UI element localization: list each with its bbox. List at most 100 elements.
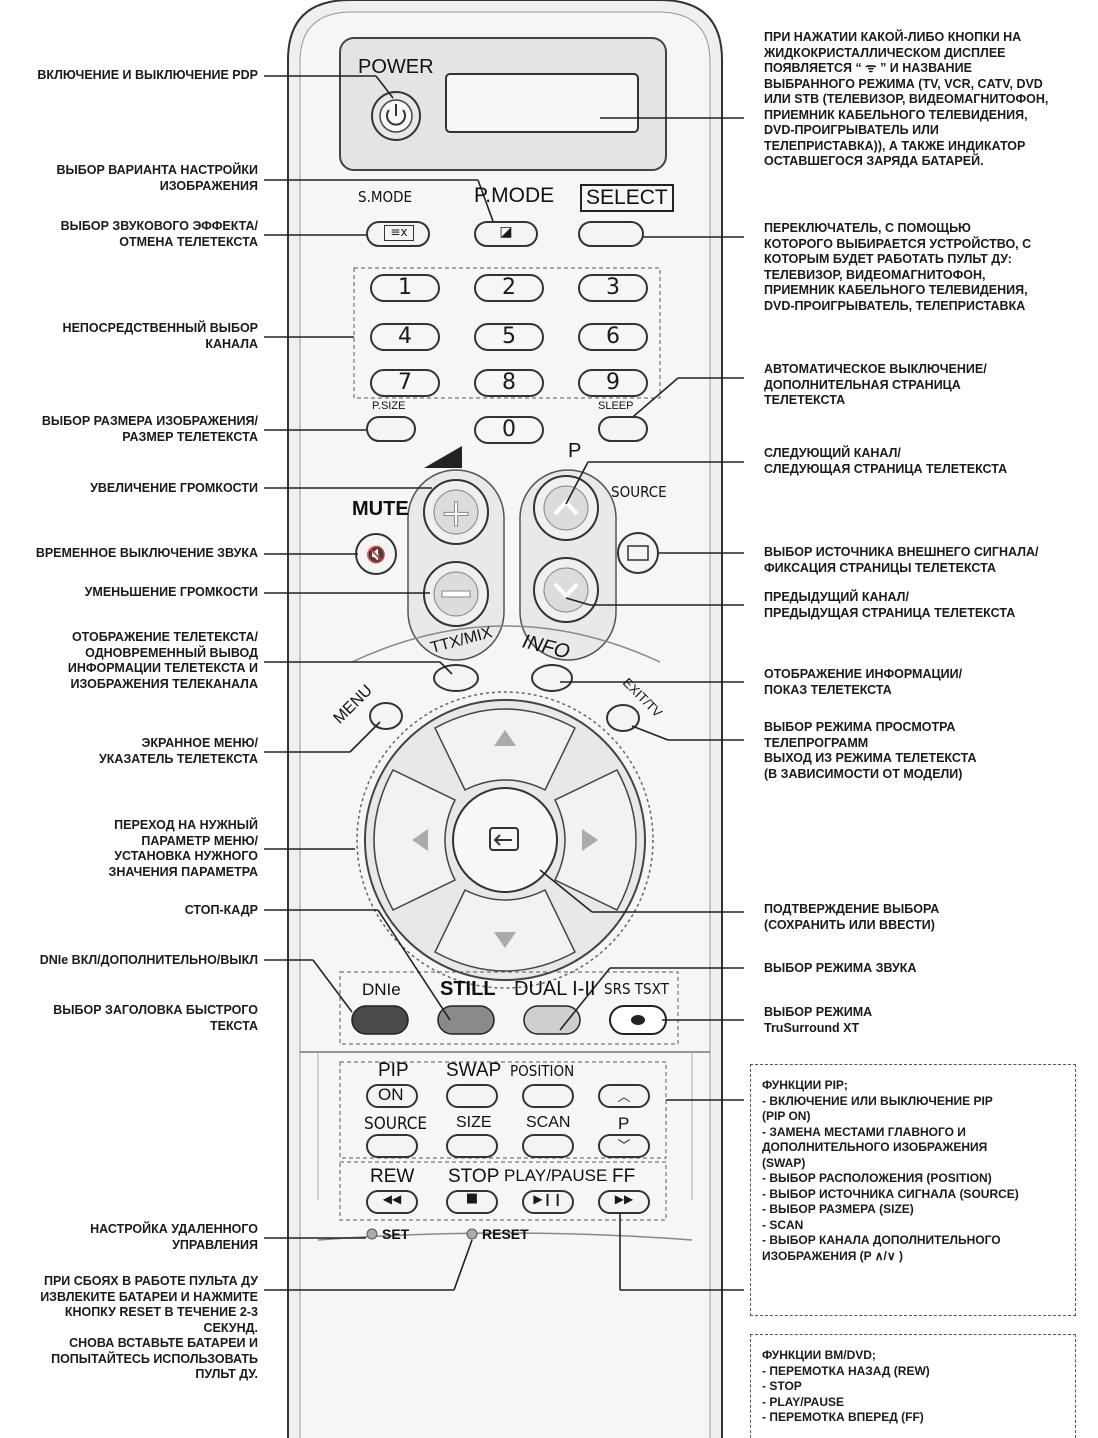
number-button-9[interactable]: 9 <box>578 369 648 397</box>
nav-left-icon <box>412 829 428 851</box>
volume-wedge-icon <box>424 446 462 468</box>
callout-sleep: АВТОМАТИЧЕСКОЕ ВЫКЛЮЧЕНИЕ/ ДОПОЛНИТЕЛЬНА… <box>764 362 987 407</box>
pip-label: PIP <box>378 1060 409 1081</box>
callout-info: ОТОБРАЖЕНИЕ ИНФОРМАЦИИ/ ПОКАЗ ТЕЛЕТЕКСТА <box>764 667 963 697</box>
ff-button[interactable] <box>598 1190 650 1214</box>
number-button-6[interactable]: 6 <box>578 323 648 351</box>
callout-mute: ВРЕМЕННОЕ ВЫКЛЮЧЕНИЕ ЗВУКА <box>35 546 258 560</box>
number-button-3[interactable]: 3 <box>578 274 648 302</box>
callout-channel-up: СЛЕДУЮЩИЙ КАНАЛ/ СЛЕДУЮЩАЯ СТРАНИЦА ТЕЛЕ… <box>764 446 1008 476</box>
source-button <box>617 532 659 574</box>
pip-on-button[interactable] <box>366 1084 418 1108</box>
psize-label: P.SIZE <box>372 400 406 412</box>
number-button-7[interactable]: 7 <box>370 369 440 397</box>
scan-button[interactable] <box>522 1134 574 1158</box>
stop-icon: ■ <box>465 1191 479 1206</box>
sleep-button[interactable] <box>598 416 648 442</box>
callout-picture-mode: ВЫБОР ВАРИАНТА НАСТРОЙКИ ИЗОБРАЖЕНИЯ <box>56 163 258 193</box>
play-pause-button[interactable] <box>522 1190 574 1214</box>
callout-source: ВЫБОР ИСТОЧНИКА ВНЕШНЕГО СИГНАЛА/ ФИКСАЦ… <box>764 545 1039 575</box>
reset-label: RESET <box>482 1226 529 1242</box>
fast-forward-icon: ▶▶ <box>614 1192 634 1206</box>
sleep-label: SLEEP <box>598 400 634 412</box>
callout-pip-functions: ФУНКЦИИ PIP; - ВКЛЮЧЕНИЕ ИЛИ ВЫКЛЮЧЕНИЕ … <box>762 1078 1019 1263</box>
number-button-1[interactable]: 1 <box>370 274 440 302</box>
callout-device-select: ПЕРЕКЛЮЧАТЕЛЬ, С ПОМОЩЬЮ КОТОРОГО ВЫБИРА… <box>764 221 1032 313</box>
size-label: SIZE <box>456 1114 492 1131</box>
channel-p-label: P <box>568 440 582 462</box>
callout-teletext-mix: ОТОБРАЖЕНИЕ ТЕЛЕТЕКСТА/ ОДНОВРЕМЕННЫЙ ВЫ… <box>67 630 258 691</box>
number-button-4[interactable]: 4 <box>370 323 440 351</box>
menu-button <box>369 702 403 730</box>
ttx-mix-button <box>433 664 479 692</box>
pip-on-label: ON <box>378 1085 404 1104</box>
number-button-5[interactable]: 5 <box>474 323 544 351</box>
svg-text:🔇: 🔇 <box>366 545 386 564</box>
number-button-0[interactable]: 0 <box>474 416 544 444</box>
number-button-8[interactable]: 8 <box>474 369 544 397</box>
position-label: POSITION <box>510 1062 575 1080</box>
select-label: SELECT <box>580 184 674 212</box>
rew-button[interactable] <box>366 1190 418 1214</box>
rewind-icon: ◀◀ <box>382 1192 402 1206</box>
yellow-button <box>523 1005 581 1035</box>
power-label: POWER <box>358 56 434 78</box>
green-button <box>437 1005 495 1035</box>
callout-reset: ПРИ СБОЯХ В РАБОТЕ ПУЛЬТА ДУ ИЗВЛЕКИТЕ Б… <box>40 1274 258 1381</box>
pmode-label: P.MODE <box>474 184 555 207</box>
nav-right-icon <box>582 829 598 851</box>
size-button[interactable] <box>446 1134 498 1158</box>
scan-label: SCAN <box>526 1114 571 1131</box>
psize-button[interactable] <box>366 416 416 442</box>
enter-icon <box>489 827 519 851</box>
play-pause-icon: ▶❙❙ <box>533 1192 563 1206</box>
pip-channel-down-button[interactable] <box>598 1134 650 1158</box>
number-button-2[interactable]: 2 <box>474 274 544 302</box>
teletext-cancel-icon: ≡x <box>384 225 414 241</box>
smode-label: S.MODE <box>358 188 413 206</box>
pip-channel-up-button[interactable] <box>598 1084 650 1108</box>
callout-dnie: DNIe ВКЛ/ДОПОЛНИТЕЛЬНО/ВЫКЛ <box>39 953 258 967</box>
srs-label: SRS TSXT <box>604 980 669 998</box>
chevron-up-icon: ︿ <box>617 1090 631 1105</box>
pip-p-label: P <box>618 1114 630 1133</box>
exit-tv-button <box>606 704 640 732</box>
callout-navigation: ПЕРЕХОД НА НУЖНЫЙ ПАРАМЕТР МЕНЮ/ УСТАНОВ… <box>108 818 258 879</box>
swap-button[interactable] <box>446 1084 498 1108</box>
play-pause-label: PLAY/PAUSE <box>504 1166 608 1185</box>
chevron-down-icon: ﹀ <box>617 1139 631 1154</box>
stop-button[interactable] <box>446 1190 498 1214</box>
vcr-dvd-functions-box <box>750 1334 1076 1438</box>
callout-sound-mode: ВЫБОР РЕЖИМА ЗВУКА <box>764 961 917 975</box>
callout-picture-size: ВЫБОР РАЗМЕРА ИЗОБРАЖЕНИЯ/ РАЗМЕР ТЕЛЕТЕ… <box>41 414 258 444</box>
info-button <box>531 664 573 692</box>
callout-fastext: ВЫБОР ЗАГОЛОВКА БЫСТРОГО ТЕКСТА <box>53 1003 258 1033</box>
swap-label: SWAP <box>446 1060 502 1081</box>
callout-channel-down: ПРЕДЫДУЩИЙ КАНАЛ/ ПРЕДЫДУЩАЯ СТРАНИЦА ТЕ… <box>764 590 1016 620</box>
callout-srs: ВЫБОР РЕЖИМА TruSurround XT <box>764 1005 873 1035</box>
callout-exit-tv: ВЫБОР РЕЖИМА ПРОСМОТРА ТЕЛЕПРОГРАММ ВЫХО… <box>764 720 977 781</box>
pip-functions-box <box>750 1064 1076 1316</box>
nav-down-icon <box>494 932 516 948</box>
reset-button <box>466 1228 478 1240</box>
pip-source-label: SOURCE <box>364 1114 428 1134</box>
position-button[interactable] <box>522 1084 574 1108</box>
still-label: STILL <box>440 978 496 1000</box>
callout-power: ВКЛЮЧЕНИЕ И ВЫКЛЮЧЕНИЕ PDP <box>37 68 258 82</box>
rew-label: REW <box>370 1166 415 1187</box>
callout-lcd-display: ПРИ НАЖАТИИ КАКОЙ-ЛИБО КНОПКИ НА ЖИДКОКР… <box>764 30 1049 168</box>
callout-enter: ПОДТВЕРЖДЕНИЕ ВЫБОРА (СОХРАНИТЬ ИЛИ ВВЕС… <box>764 902 940 932</box>
callout-channel-select: НЕПОСРЕДСТВЕННЫЙ ВЫБОР КАНАЛА <box>62 321 258 351</box>
stop-label: STOP <box>448 1166 500 1187</box>
pip-source-button[interactable] <box>366 1134 418 1158</box>
callout-volume-up: УВЕЛИЧЕНИЕ ГРОМКОСТИ <box>90 481 258 495</box>
callout-remote-setup: НАСТРОЙКА УДАЛЕННОГО УПРАВЛЕНИЯ <box>90 1222 258 1252</box>
dnie-label: DNIe <box>362 980 401 999</box>
callout-menu: ЭКРАННОЕ МЕНЮ/ УКАЗАТЕЛЬ ТЕЛЕТЕКСТА <box>99 736 258 766</box>
pmode-button[interactable] <box>474 221 538 247</box>
svg-text:+: + <box>440 491 472 535</box>
select-button[interactable] <box>578 221 644 247</box>
callout-still: СТОП-КАДР <box>184 903 258 917</box>
mute-label: MUTE <box>352 498 409 520</box>
